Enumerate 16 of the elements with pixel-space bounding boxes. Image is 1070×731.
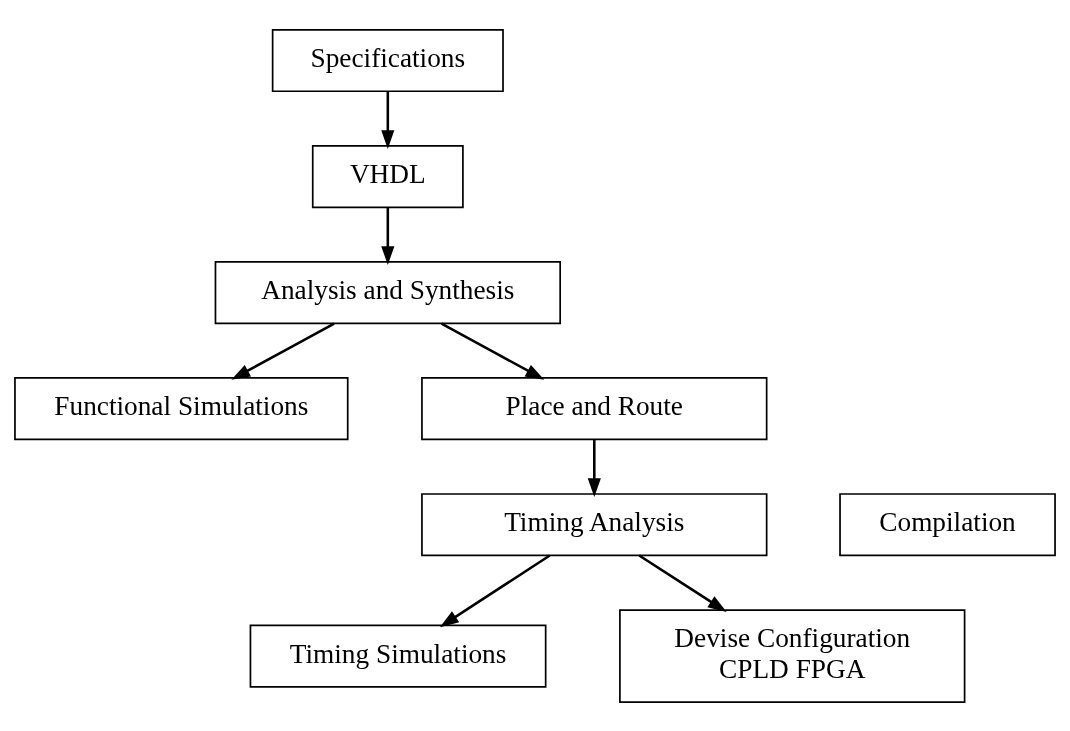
- arrow: [440, 322, 545, 380]
- node-box: Devise Configuration CPLD FPGA: [619, 608, 966, 703]
- node-box: Compilation: [839, 492, 1056, 556]
- node-box: Place and Route: [421, 376, 768, 440]
- node-box: Analysis and Synthesis: [214, 260, 562, 324]
- node-box: Timing Analysis: [421, 492, 768, 556]
- node-box: VHDL: [311, 144, 464, 208]
- node-box: Specifications: [271, 28, 504, 92]
- node-box: Timing Simulations: [249, 624, 547, 688]
- arrow: [231, 322, 335, 380]
- arrow: [638, 553, 727, 612]
- arrow: [381, 91, 395, 149]
- arrow: [439, 553, 551, 627]
- arrow: [381, 207, 395, 265]
- node-box: Functional Simulations: [14, 376, 349, 440]
- arrow: [587, 439, 601, 497]
